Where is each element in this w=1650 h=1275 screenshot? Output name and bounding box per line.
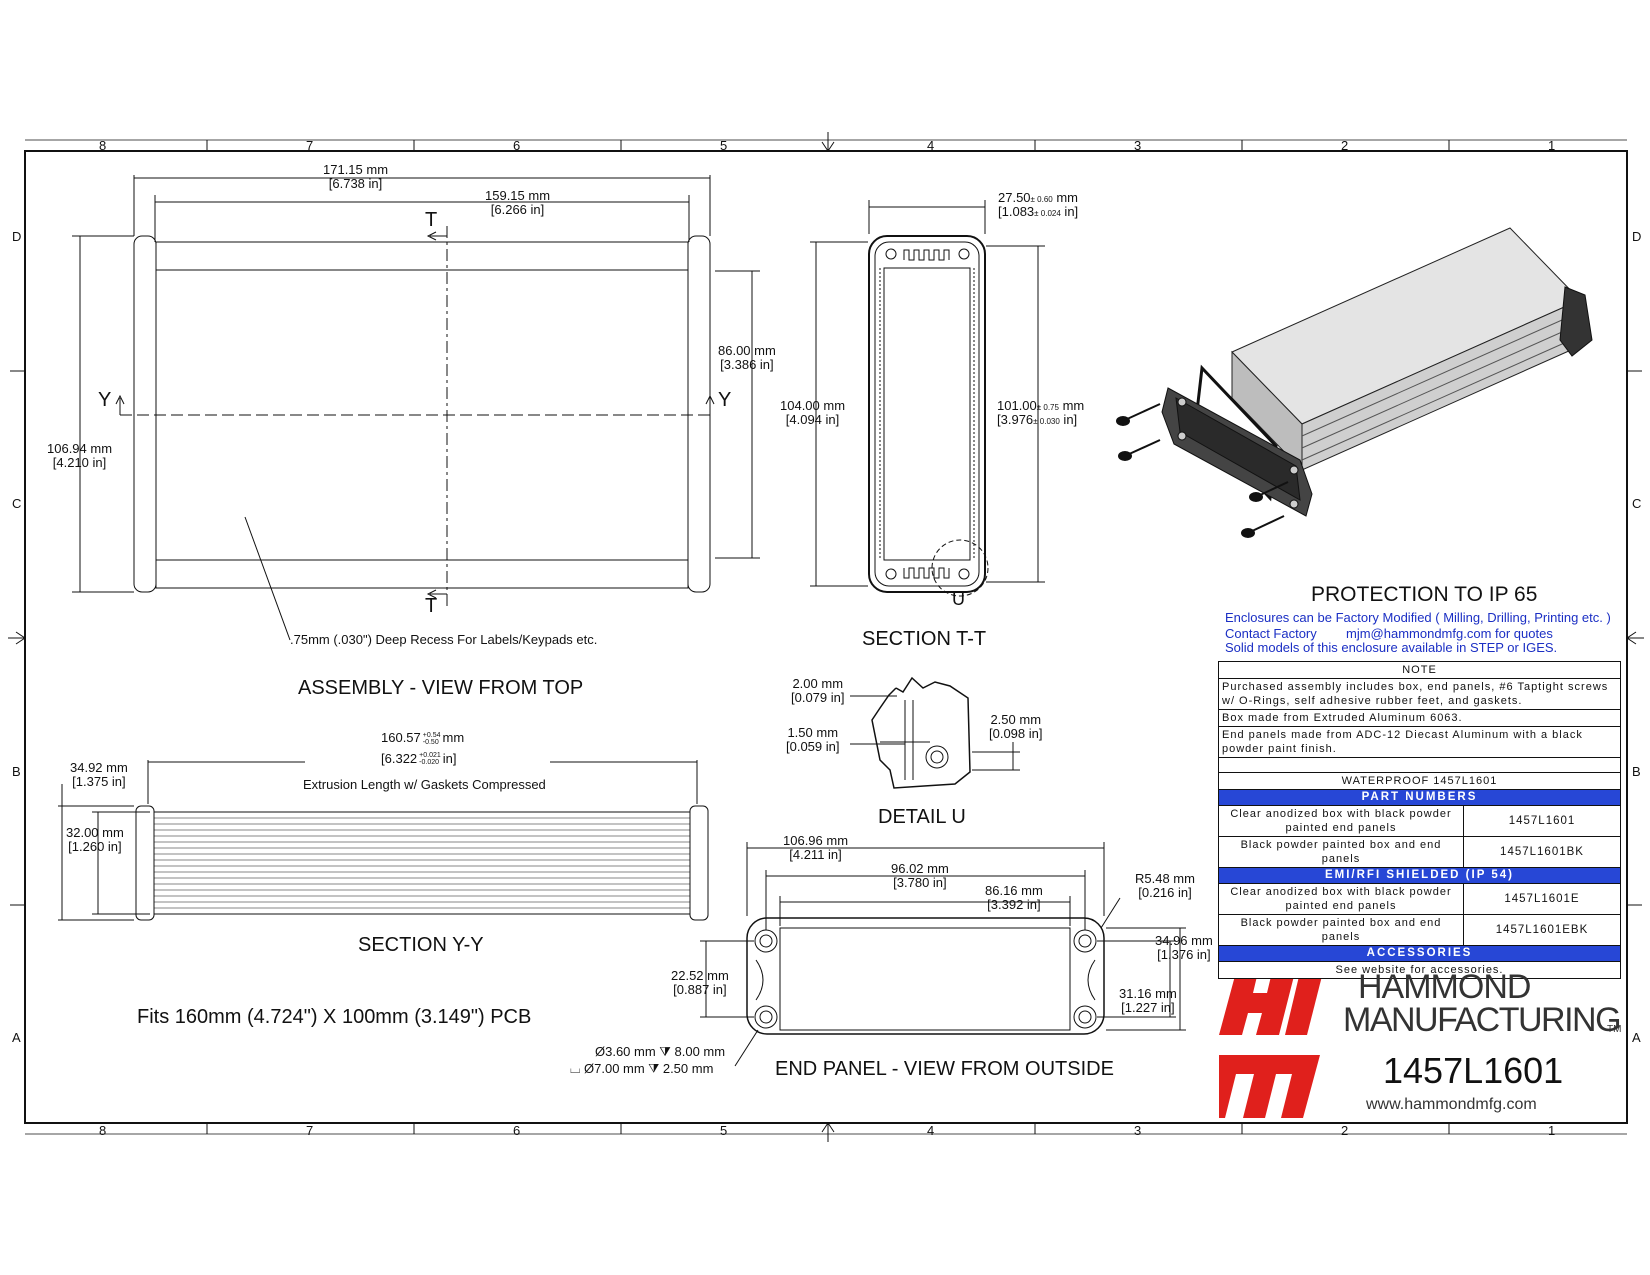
part-row: Clear anodized box with black powder pai…: [1219, 884, 1620, 915]
zone-label-col: 4: [927, 138, 935, 153]
zone-label-row: D: [12, 229, 22, 244]
dim-2-00: 2.00 mm[0.079 in]: [791, 676, 845, 705]
solid-models-note: Solid models of this enclosure available…: [1225, 640, 1558, 655]
notes-header: NOTE: [1219, 662, 1620, 679]
zone-label-row: C: [1632, 496, 1642, 511]
section-marker-t-top: T: [425, 209, 438, 231]
zone-label-col: 3: [1134, 138, 1142, 153]
note-row: End panels made from ADC-12 Diecast Alum…: [1219, 727, 1620, 758]
zone-label-row: A: [1632, 1030, 1641, 1045]
dim-101: 101.00± 0.75 mm [3.976± 0.030 in]: [997, 398, 1085, 427]
trademark: TM: [1607, 1024, 1622, 1035]
note-row: Purchased assembly includes box, end pan…: [1219, 679, 1620, 710]
zone-label-row: B: [1632, 764, 1641, 779]
zone-label-row: A: [12, 1030, 21, 1045]
section-marker-y-left: Y: [98, 389, 112, 411]
dim-159: 159.15 mm[6.266 in]: [485, 188, 551, 217]
part-numbers-band: PART NUMBERS: [1219, 790, 1620, 806]
part-number: 1457L1601EBK: [1495, 924, 1589, 936]
emi-shielded-band: EMI/RFI SHIELDED (IP 54): [1219, 868, 1620, 884]
recess-note: .75mm (.030") Deep Recess For Labels/Key…: [290, 632, 598, 647]
zone-label-col: 5: [720, 138, 728, 153]
dim-34-92: 34.92 mm[1.375 in]: [70, 760, 128, 789]
part-number-title: 1457L1601: [1383, 1050, 1564, 1091]
waterproof-label: WATERPROOF 1457L1601: [1219, 773, 1620, 790]
zone-label-col: 4: [927, 1123, 935, 1138]
zone-label-col: 1: [1548, 1123, 1556, 1138]
notes-spacer: [1219, 758, 1620, 773]
company-name-line2: MANUFACTURING: [1343, 1001, 1622, 1039]
section-marker-y-right: Y: [718, 389, 732, 411]
drawing-border: [24, 150, 1628, 1124]
assembly-top-view: [72, 175, 760, 641]
dim-86: 86.00 mm[3.386 in]: [718, 343, 776, 372]
part-row: Clear anodized box with black powder pai…: [1219, 806, 1620, 837]
section-tt-view: [810, 200, 1045, 597]
dim-96-02: 96.02 mm[3.780 in]: [891, 861, 949, 890]
zone-label-col: 6: [513, 138, 521, 153]
enclosure-3d-illustration: [1116, 227, 1593, 538]
dim-106-94: 106.94 mm[4.210 in]: [47, 441, 113, 470]
contact-factory-label: Contact Factory: [1225, 626, 1317, 641]
hole-callout-2: ⌴ Ø7.00 mm ⧩ 2.50 mm: [570, 1061, 714, 1076]
section-yy-view: [58, 760, 709, 921]
dim-31-16: 31.16 mm[1.227 in]: [1119, 986, 1177, 1015]
zone-label-col: 3: [1134, 1123, 1142, 1138]
part-number: 1457L1601BK: [1500, 846, 1584, 858]
zone-label-col: 7: [306, 138, 314, 153]
zone-label-col: 6: [513, 1123, 521, 1138]
hammond-logo-mark: [1219, 972, 1323, 1118]
note-row: Box made from Extruded Aluminum 6063.: [1219, 710, 1620, 727]
dim-r5-48: R5.48 mm[0.216 in]: [1135, 871, 1195, 900]
zone-label-col: 2: [1341, 1123, 1349, 1138]
dim-34-96: 34.96 mm[1.376 in]: [1155, 933, 1213, 962]
end-panel-title: END PANEL - VIEW FROM OUTSIDE: [775, 1058, 1114, 1080]
dim-104: 104.00 mm[4.094 in]: [780, 398, 846, 427]
accessories-band: ACCESSORIES: [1219, 946, 1620, 962]
assembly-view-title: ASSEMBLY - VIEW FROM TOP: [298, 677, 584, 699]
dim-1-50: 1.50 mm[0.059 in]: [786, 725, 840, 754]
dim-171: 171.15 mm[6.738 in]: [323, 162, 389, 191]
contact-email-link[interactable]: mjm@hammondmfg.com for quotes: [1346, 626, 1553, 641]
hole-callout-1: Ø3.60 mm ⧩ 8.00 mm: [595, 1044, 726, 1059]
dim-2-50: 2.50 mm[0.098 in]: [989, 712, 1043, 741]
notes-table: NOTE Purchased assembly includes box, en…: [1218, 661, 1621, 979]
detail-u-title: DETAIL U: [878, 806, 966, 828]
zone-label-col: 8: [99, 1123, 107, 1138]
zone-label-row: D: [1632, 229, 1642, 244]
factory-modified-note: Enclosures can be Factory Modified ( Mil…: [1225, 610, 1611, 625]
zone-label-col: 2: [1341, 138, 1349, 153]
zone-label-col: 1: [1548, 138, 1556, 153]
section-tt-title: SECTION T-T: [862, 628, 987, 650]
zone-label-row: B: [12, 764, 21, 779]
accessories-note: See website for accessories.: [1335, 964, 1504, 976]
end-panel-view: [700, 842, 1186, 1067]
ip-rating-title: PROTECTION TO IP 65: [1311, 583, 1538, 606]
website-link[interactable]: www.hammondmfg.com: [1366, 1096, 1537, 1113]
part-number: 1457L1601: [1508, 815, 1576, 827]
section-yy-title: SECTION Y-Y: [358, 934, 484, 956]
dim-86-16: 86.16 mm[3.392 in]: [985, 883, 1043, 912]
dim-22-52: 22.52 mm[0.887 in]: [671, 968, 729, 997]
dim-106-96: 106.96 mm[4.211 in]: [783, 833, 849, 862]
pcb-fit-note: Fits 160mm (4.724") X 100mm (3.149") PCB: [137, 1006, 532, 1028]
dim-27-50: 27.50± 0.60 mm [1.083± 0.024 in]: [998, 190, 1079, 219]
zone-label-col: 5: [720, 1123, 728, 1138]
zone-label-col: 8: [99, 138, 107, 153]
zone-ticks: [8, 132, 1644, 1142]
company-name-line1: HAMMOND: [1358, 968, 1531, 1006]
detail-marker-u: U: [952, 589, 965, 609]
zone-label-row: C: [12, 496, 22, 511]
detail-u-view: [850, 676, 1020, 789]
extrusion-length-label: Extrusion Length w/ Gaskets Compressed: [303, 777, 546, 792]
part-number: 1457L1601E: [1504, 893, 1580, 905]
dim-32-00: 32.00 mm[1.260 in]: [66, 825, 124, 854]
section-marker-t-bottom: T: [425, 595, 438, 617]
zone-label-col: 7: [306, 1123, 314, 1138]
